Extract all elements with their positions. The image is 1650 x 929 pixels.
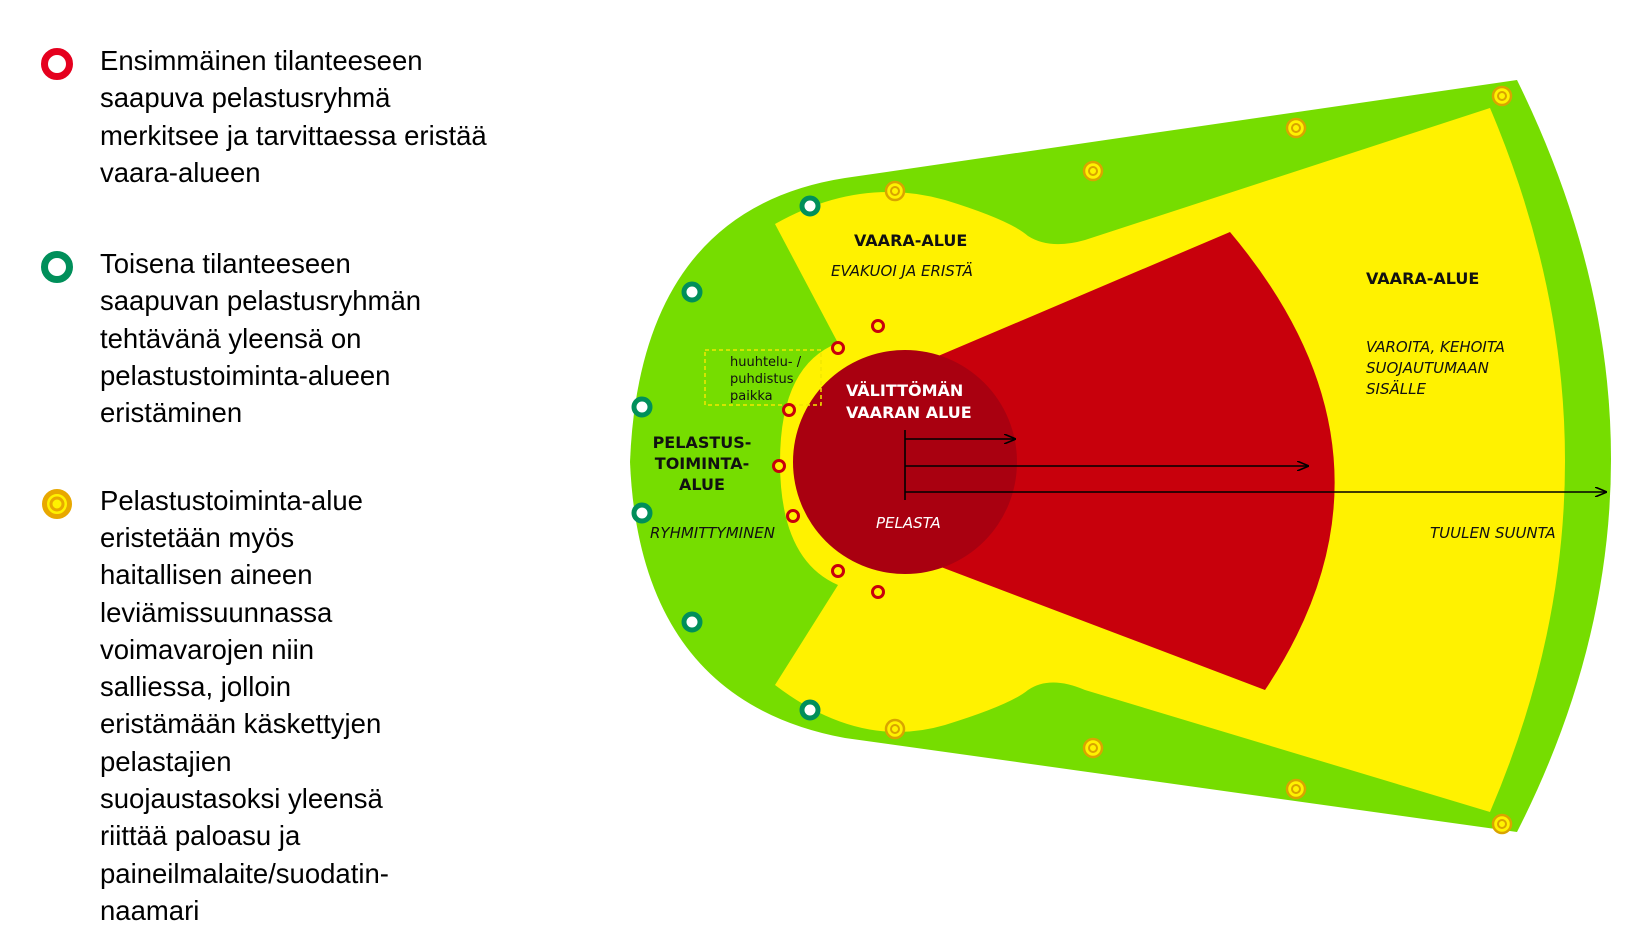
legend-text-line: pelastajien xyxy=(100,745,232,777)
legend-text-line: naamari xyxy=(100,894,200,926)
red-crew-marker-icon xyxy=(831,564,845,578)
zone-right-subtitle-line: VAROITA, KEHOITA xyxy=(1366,338,1505,356)
legend-text-line: paineilmalaite/suodatin- xyxy=(100,857,389,889)
operations-area-subtitle: RYHMITTYMINEN xyxy=(650,524,775,542)
legend-item-downwind-isolation: Pelastustoiminta-alue eristetään myös ha… xyxy=(40,482,600,929)
legend-text-line: eristetään myös xyxy=(100,521,295,553)
yellow-crew-marker-inner xyxy=(890,186,900,196)
legend-text-line: vaara-alueen xyxy=(100,156,261,188)
legend-text-line: suojaustasoksi yleensä xyxy=(100,783,383,815)
legend-text-line: voimavarojen niin xyxy=(100,633,314,665)
yellow-crew-marker-icon xyxy=(1491,813,1513,835)
zone-right-subtitle-line: SISÄLLE xyxy=(1366,379,1426,398)
zone-left-title: VAARA-ALUE xyxy=(854,231,967,250)
decon-label-line: paikka xyxy=(730,389,773,404)
green-crew-marker-icon xyxy=(681,611,703,633)
immediate-zone-subtitle: PELASTA xyxy=(876,514,941,532)
green-crew-marker-icon xyxy=(799,699,821,721)
legend-text-line: eristämään käskettyjen xyxy=(100,708,382,740)
legend-text-line: salliessa, jolloin xyxy=(100,671,292,703)
legend-text-line: Toisena tilanteeseen xyxy=(100,248,351,280)
legend-item-second-crew: Toisena tilanteeseen saapuvan pelastusry… xyxy=(40,245,600,431)
yellow-crew-marker-icon xyxy=(1491,85,1513,107)
red-ring-marker-icon xyxy=(41,48,73,80)
legend-text-line: pelastustoiminta-alueen xyxy=(100,360,391,392)
yellow-crew-marker-icon xyxy=(1285,117,1307,139)
yellow-ring-marker-icon xyxy=(42,488,72,519)
green-crew-marker-icon xyxy=(631,502,653,524)
cordon-markers xyxy=(631,85,1513,835)
legend-text-line: merkitsee ja tarvittaessa eristää xyxy=(100,119,487,151)
legend-text-line: Ensimmäinen tilanteeseen xyxy=(100,45,423,76)
zone-left-subtitle: EVAKUOI JA ERISTÄ xyxy=(831,261,973,280)
yellow-crew-marker-icon xyxy=(1082,737,1104,759)
zone-right-title: VAARA-ALUE xyxy=(1366,269,1479,288)
legend-text-line: riittää paloasu ja xyxy=(100,820,301,852)
operations-area-title-line: TOIMINTA- xyxy=(655,454,749,473)
yellow-crew-marker-inner xyxy=(1088,743,1098,753)
decon-label-line: puhdistus xyxy=(730,372,794,387)
decon-label-line: huuhtelu- / xyxy=(730,355,802,370)
immediate-zone-title-line: VÄLITTÖMÄN xyxy=(846,381,963,400)
yellow-crew-marker-inner xyxy=(1291,123,1301,133)
yellow-crew-marker-inner xyxy=(890,724,900,734)
legend-text-line: leviämissuunnassa xyxy=(100,596,333,628)
red-crew-marker-icon xyxy=(831,341,845,355)
red-crew-marker-icon xyxy=(871,319,885,333)
legend-text-line: saapuvan pelastusryhmän xyxy=(100,285,422,317)
red-crew-marker-icon xyxy=(772,459,786,473)
green-crew-marker-icon xyxy=(681,281,703,303)
yellow-crew-marker-icon xyxy=(884,180,906,202)
legend-text-line: tehtävänä yleensä on xyxy=(100,322,362,354)
green-crew-marker-icon xyxy=(631,396,653,418)
green-ring-marker-icon xyxy=(41,251,73,284)
legend-text-line: saapuva pelastusryhmä xyxy=(100,82,391,114)
red-crew-marker-icon xyxy=(786,509,800,523)
green-crew-marker-icon xyxy=(799,195,821,217)
operations-area-title-line: PELASTUS- xyxy=(653,433,752,452)
yellow-crew-marker-icon xyxy=(1082,160,1104,182)
legend-item-first-crew: Ensimmäinen tilanteeseen saapuva pelastu… xyxy=(40,42,600,191)
zone-right-subtitle-line: SUOJAUTUMAAN xyxy=(1366,359,1489,377)
yellow-crew-marker-inner xyxy=(1088,166,1098,176)
legend-text-line: Pelastustoiminta-alue xyxy=(100,484,363,516)
yellow-crew-marker-inner xyxy=(1291,784,1301,794)
legend-text-line: haitallisen aineen xyxy=(100,559,313,591)
immediate-zone-title-line: VAARAN ALUE xyxy=(846,403,972,422)
red-crew-marker-icon xyxy=(782,403,796,417)
immediate-danger-wedge xyxy=(870,232,1335,690)
yellow-crew-marker-icon xyxy=(1285,778,1307,800)
wind-direction-arrows xyxy=(904,430,1606,500)
red-crew-marker-icon xyxy=(871,585,885,599)
yellow-crew-marker-inner xyxy=(1497,819,1507,829)
legend: Ensimmäinen tilanteeseen saapuva pelastu… xyxy=(40,42,600,929)
wind-direction-label: TUULEN SUUNTA xyxy=(1430,524,1556,542)
decontamination-site-box xyxy=(704,349,822,406)
operations-area-title-line: ALUE xyxy=(679,475,725,494)
yellow-crew-marker-inner xyxy=(1497,91,1507,101)
yellow-crew-marker-icon xyxy=(884,718,906,740)
legend-text-line: eristäminen xyxy=(100,397,243,429)
